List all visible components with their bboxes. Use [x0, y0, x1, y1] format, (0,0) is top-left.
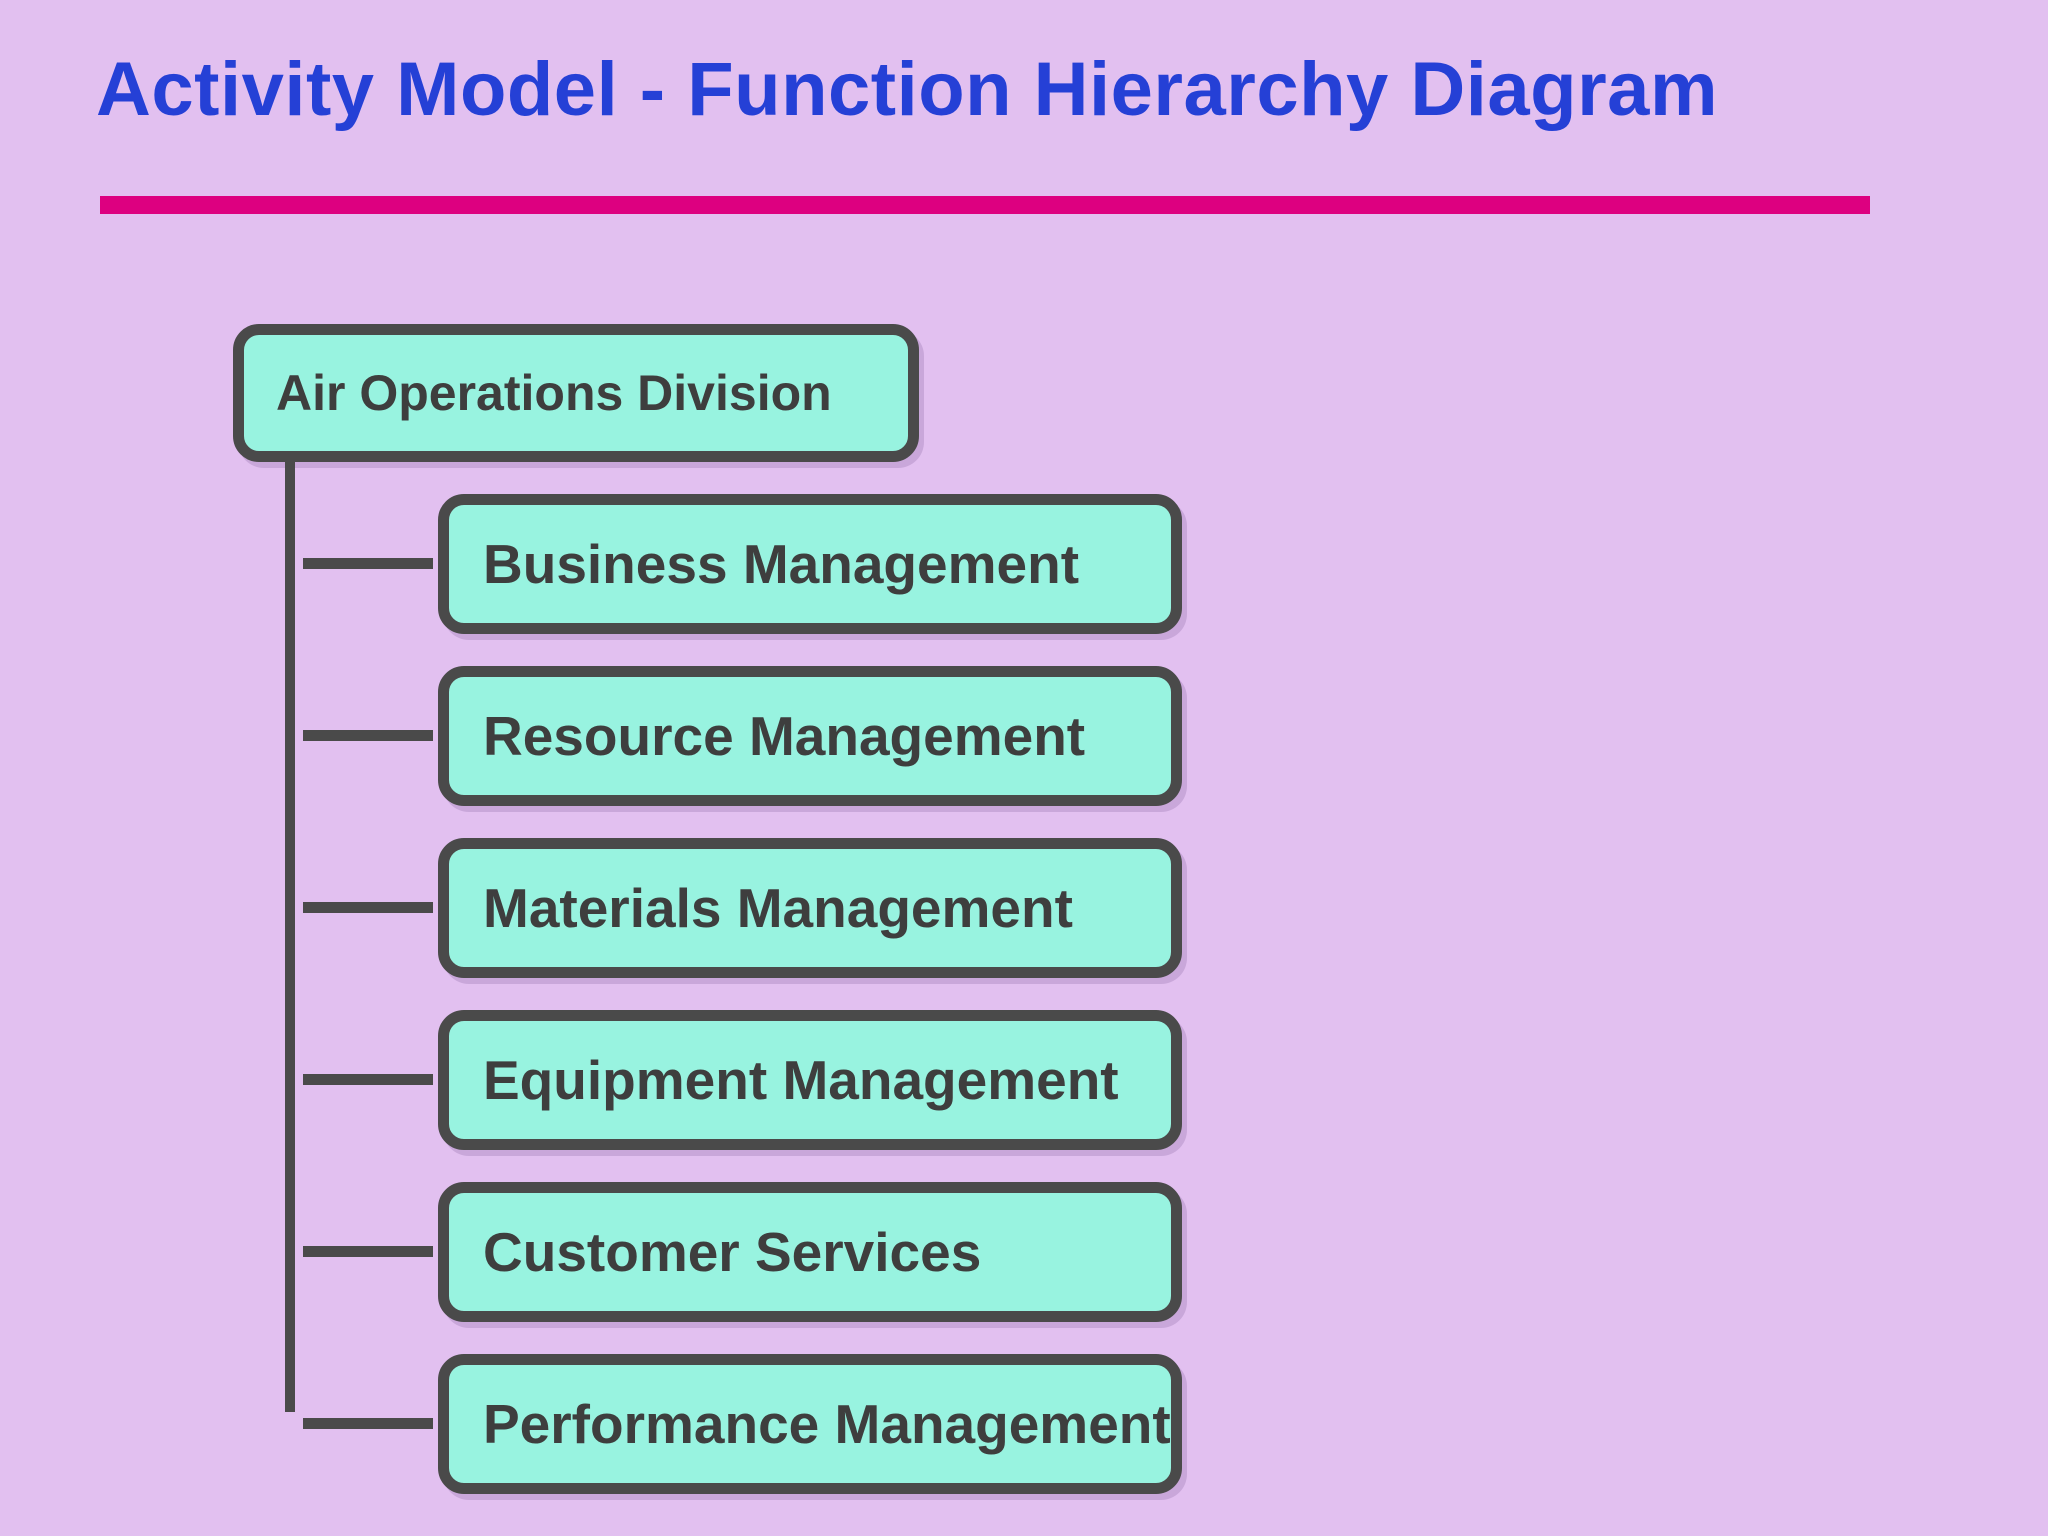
connector-line	[303, 1074, 433, 1085]
node-performance-management: Performance Management	[438, 1354, 1182, 1494]
node-air-operations-division: Air Operations Division	[233, 324, 919, 462]
title-underline	[100, 196, 1870, 214]
node-customer-services: Customer Services	[438, 1182, 1182, 1322]
node-equipment-management: Equipment Management	[438, 1010, 1182, 1150]
node-materials-management: Materials Management	[438, 838, 1182, 978]
page-title: Activity Model - Function Hierarchy Diag…	[96, 47, 1719, 132]
node-resource-management: Resource Management	[438, 666, 1182, 806]
connector-line	[303, 730, 433, 741]
connector-line	[303, 1418, 433, 1429]
node-label: Resource Management	[483, 705, 1086, 767]
node-label: Performance Management	[483, 1393, 1171, 1455]
connector-line	[303, 902, 433, 913]
node-business-management: Business Management	[438, 494, 1182, 634]
connector-line	[303, 1246, 433, 1257]
node-label: Air Operations Division	[276, 365, 832, 421]
node-label: Customer Services	[483, 1221, 982, 1283]
tree-trunk-line	[285, 462, 295, 1412]
node-label: Materials Management	[483, 877, 1073, 939]
node-label: Equipment Management	[483, 1049, 1119, 1111]
node-label: Business Management	[483, 533, 1080, 595]
connector-line	[303, 558, 433, 569]
